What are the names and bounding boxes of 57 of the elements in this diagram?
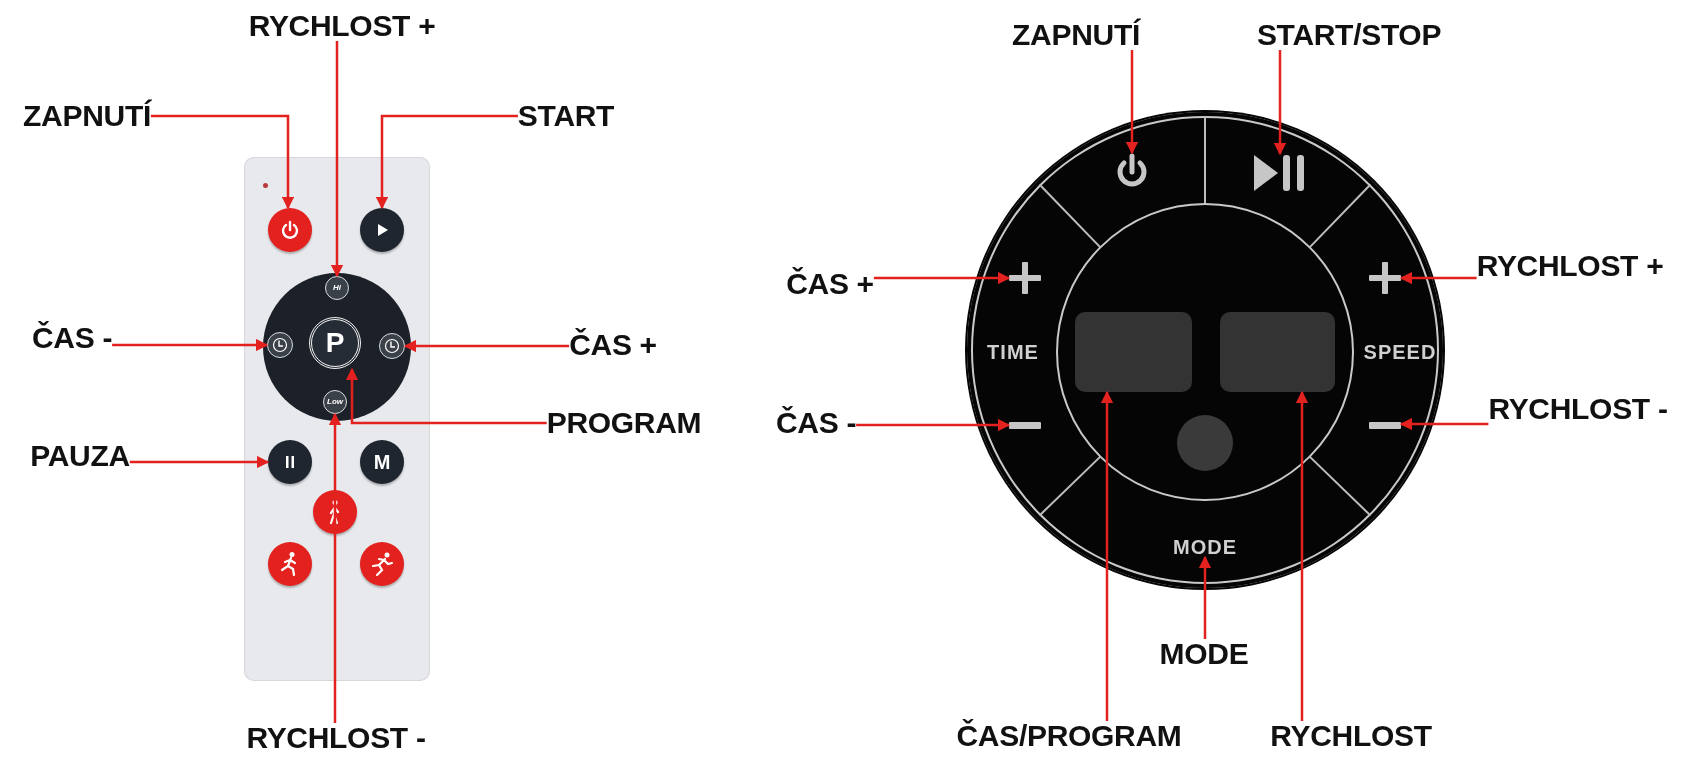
leader-arrow xyxy=(1399,417,1489,431)
callout-label: PAUZA xyxy=(30,441,130,471)
callout-label: START/STOP xyxy=(1256,20,1442,50)
callout-label: RYCHLOST + xyxy=(248,11,436,41)
plus-icon xyxy=(1369,262,1401,294)
leader-arrow xyxy=(856,418,1011,432)
running-button xyxy=(268,542,312,586)
pause-button xyxy=(268,440,312,484)
leader-arrow xyxy=(873,271,1011,285)
play-button xyxy=(360,208,404,252)
sprint-button xyxy=(360,542,404,586)
minus-icon xyxy=(1009,421,1041,429)
callout-label: ZAPNUTÍ xyxy=(1012,20,1140,50)
clock-button xyxy=(379,333,405,359)
leader-arrow xyxy=(1100,390,1114,721)
callout-label: ČAS + xyxy=(786,269,874,299)
callout-label: RYCHLOST - xyxy=(246,723,426,753)
callout-label: RYCHLOST xyxy=(1270,721,1432,751)
callout-label: ZAPNUTÍ xyxy=(23,101,151,131)
button-label: SPEED xyxy=(1363,342,1437,362)
clock-button xyxy=(267,332,293,358)
leader-arrow xyxy=(112,338,269,352)
callout-label: START xyxy=(517,101,615,131)
display-screen xyxy=(1219,312,1335,392)
play-pause-icon xyxy=(1253,154,1307,192)
button-label: TIME xyxy=(987,342,1039,362)
callout-label: PROGRAM xyxy=(546,408,702,438)
leader-arrow xyxy=(150,114,295,210)
leader-arrow xyxy=(345,367,547,425)
leader-arrow xyxy=(403,339,570,353)
leader-arrow xyxy=(1125,50,1139,155)
leader-arrow xyxy=(328,412,342,723)
display-screen xyxy=(1074,312,1192,392)
leader-arrow xyxy=(129,455,270,469)
callout-label: ČAS - xyxy=(775,408,857,438)
callout-label: RYCHLOST + xyxy=(1476,251,1664,281)
remote-control xyxy=(244,157,430,681)
callout-label: RYCHLOST - xyxy=(1488,394,1668,424)
power-button xyxy=(268,208,312,252)
low-button: Low xyxy=(323,390,347,414)
m-button: M xyxy=(360,440,404,484)
plus-icon xyxy=(1009,262,1041,294)
leader-arrow xyxy=(1295,390,1309,721)
callout-label: MODE xyxy=(1159,639,1249,669)
leader-arrow xyxy=(1399,271,1477,285)
leader-arrow xyxy=(1198,555,1212,639)
minus-icon xyxy=(1369,421,1401,429)
leader-arrow xyxy=(375,114,518,210)
leader-arrow xyxy=(330,41,344,278)
walking-button xyxy=(313,490,357,534)
callout-label: ČAS/PROGRAM xyxy=(956,721,1182,751)
callout-label: ČAS + xyxy=(569,330,657,360)
callout-label: ČAS - xyxy=(31,323,113,353)
hi-button: Hi xyxy=(325,276,349,300)
p-button: P xyxy=(309,317,361,369)
button-label: MODE xyxy=(1173,537,1237,557)
leader-arrow xyxy=(1273,50,1287,156)
